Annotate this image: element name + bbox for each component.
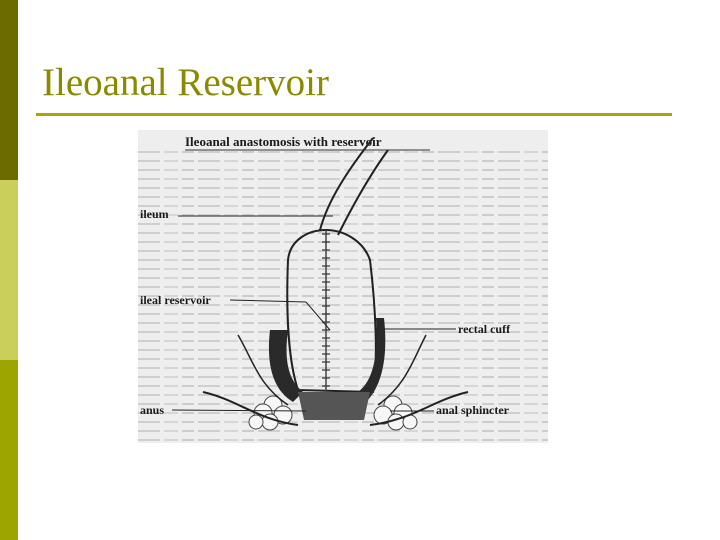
- title-underline: [36, 113, 672, 116]
- label-rectal-cuff: rectal cuff: [458, 322, 511, 336]
- label-ileum: ileum: [140, 207, 169, 221]
- figure-heading: Ileoanal anastomosis with reservoir: [185, 134, 382, 149]
- levator-left: [237, 334, 289, 406]
- slide-title: Ileoanal Reservoir: [42, 61, 329, 104]
- label-ileal-reservoir: ileal reservoir: [140, 293, 211, 307]
- anatomy-diagram: Ileoanal anastomosis with reservoir: [138, 130, 548, 443]
- rectal-cuff-right: [358, 318, 386, 402]
- label-anal-sphincter: anal sphincter: [436, 403, 510, 417]
- anatomy-figure: Ileoanal anastomosis with reservoir: [138, 130, 548, 443]
- rectal-cuff-left: [268, 330, 303, 402]
- sidebar-segment-bottom: [0, 360, 18, 540]
- sidebar-segment-top: [0, 0, 18, 180]
- sidebar-accent: [0, 0, 18, 540]
- ileum-left-wall: [319, 137, 374, 231]
- ileum-right-wall: [337, 149, 389, 236]
- pelvic-floor-left: [202, 391, 299, 426]
- staple-marks: [322, 233, 330, 387]
- ileal-reservoir-outline: [286, 228, 377, 394]
- levator-right: [377, 334, 427, 406]
- anastomosis: [298, 392, 370, 420]
- reservoir-leader-2: [305, 301, 331, 331]
- reservoir-leader: [229, 299, 307, 303]
- pelvic-floor-right: [369, 391, 469, 426]
- anus-leader: [171, 409, 307, 412]
- sidebar-segment-middle: [0, 180, 18, 360]
- label-anus: anus: [140, 403, 164, 417]
